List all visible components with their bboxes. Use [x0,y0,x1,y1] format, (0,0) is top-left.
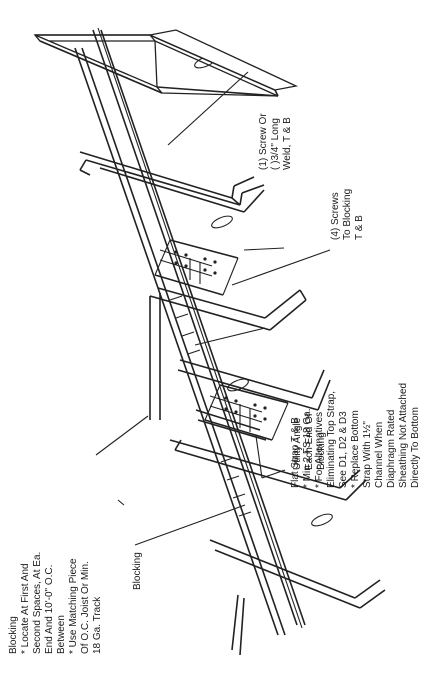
joist-2 [79,151,265,229]
strap-weld-ticks [169,295,252,517]
leader-lines [95,71,331,546]
joist-1 [33,29,299,97]
blocking-notes-label: Blocking * Locate At First And Second Sp… [8,549,103,654]
joist-5-hole [311,513,333,527]
blocking-callout-label: Blocking [132,552,143,590]
utility-angle-label: Utility Angle Each End Of Blocking [292,411,327,470]
flat-strap [74,27,306,636]
joist-2-hole [211,215,233,229]
screw-or-weld-label: (1) Screw Or ( )3/4" Long Weld, T & B [258,111,293,170]
flat-strap-label: Flat Strap T & B * Min 2 FS 18 Ga. * For… [290,380,421,488]
joist-4-hole [227,378,249,392]
blocking-piece-2 [204,384,289,441]
blocking-piece-1 [154,239,239,296]
joist-5 [169,439,386,656]
joist-4 [177,359,331,441]
screws-to-blocking-label: (4) Screws To Blocking T & B [330,186,365,240]
